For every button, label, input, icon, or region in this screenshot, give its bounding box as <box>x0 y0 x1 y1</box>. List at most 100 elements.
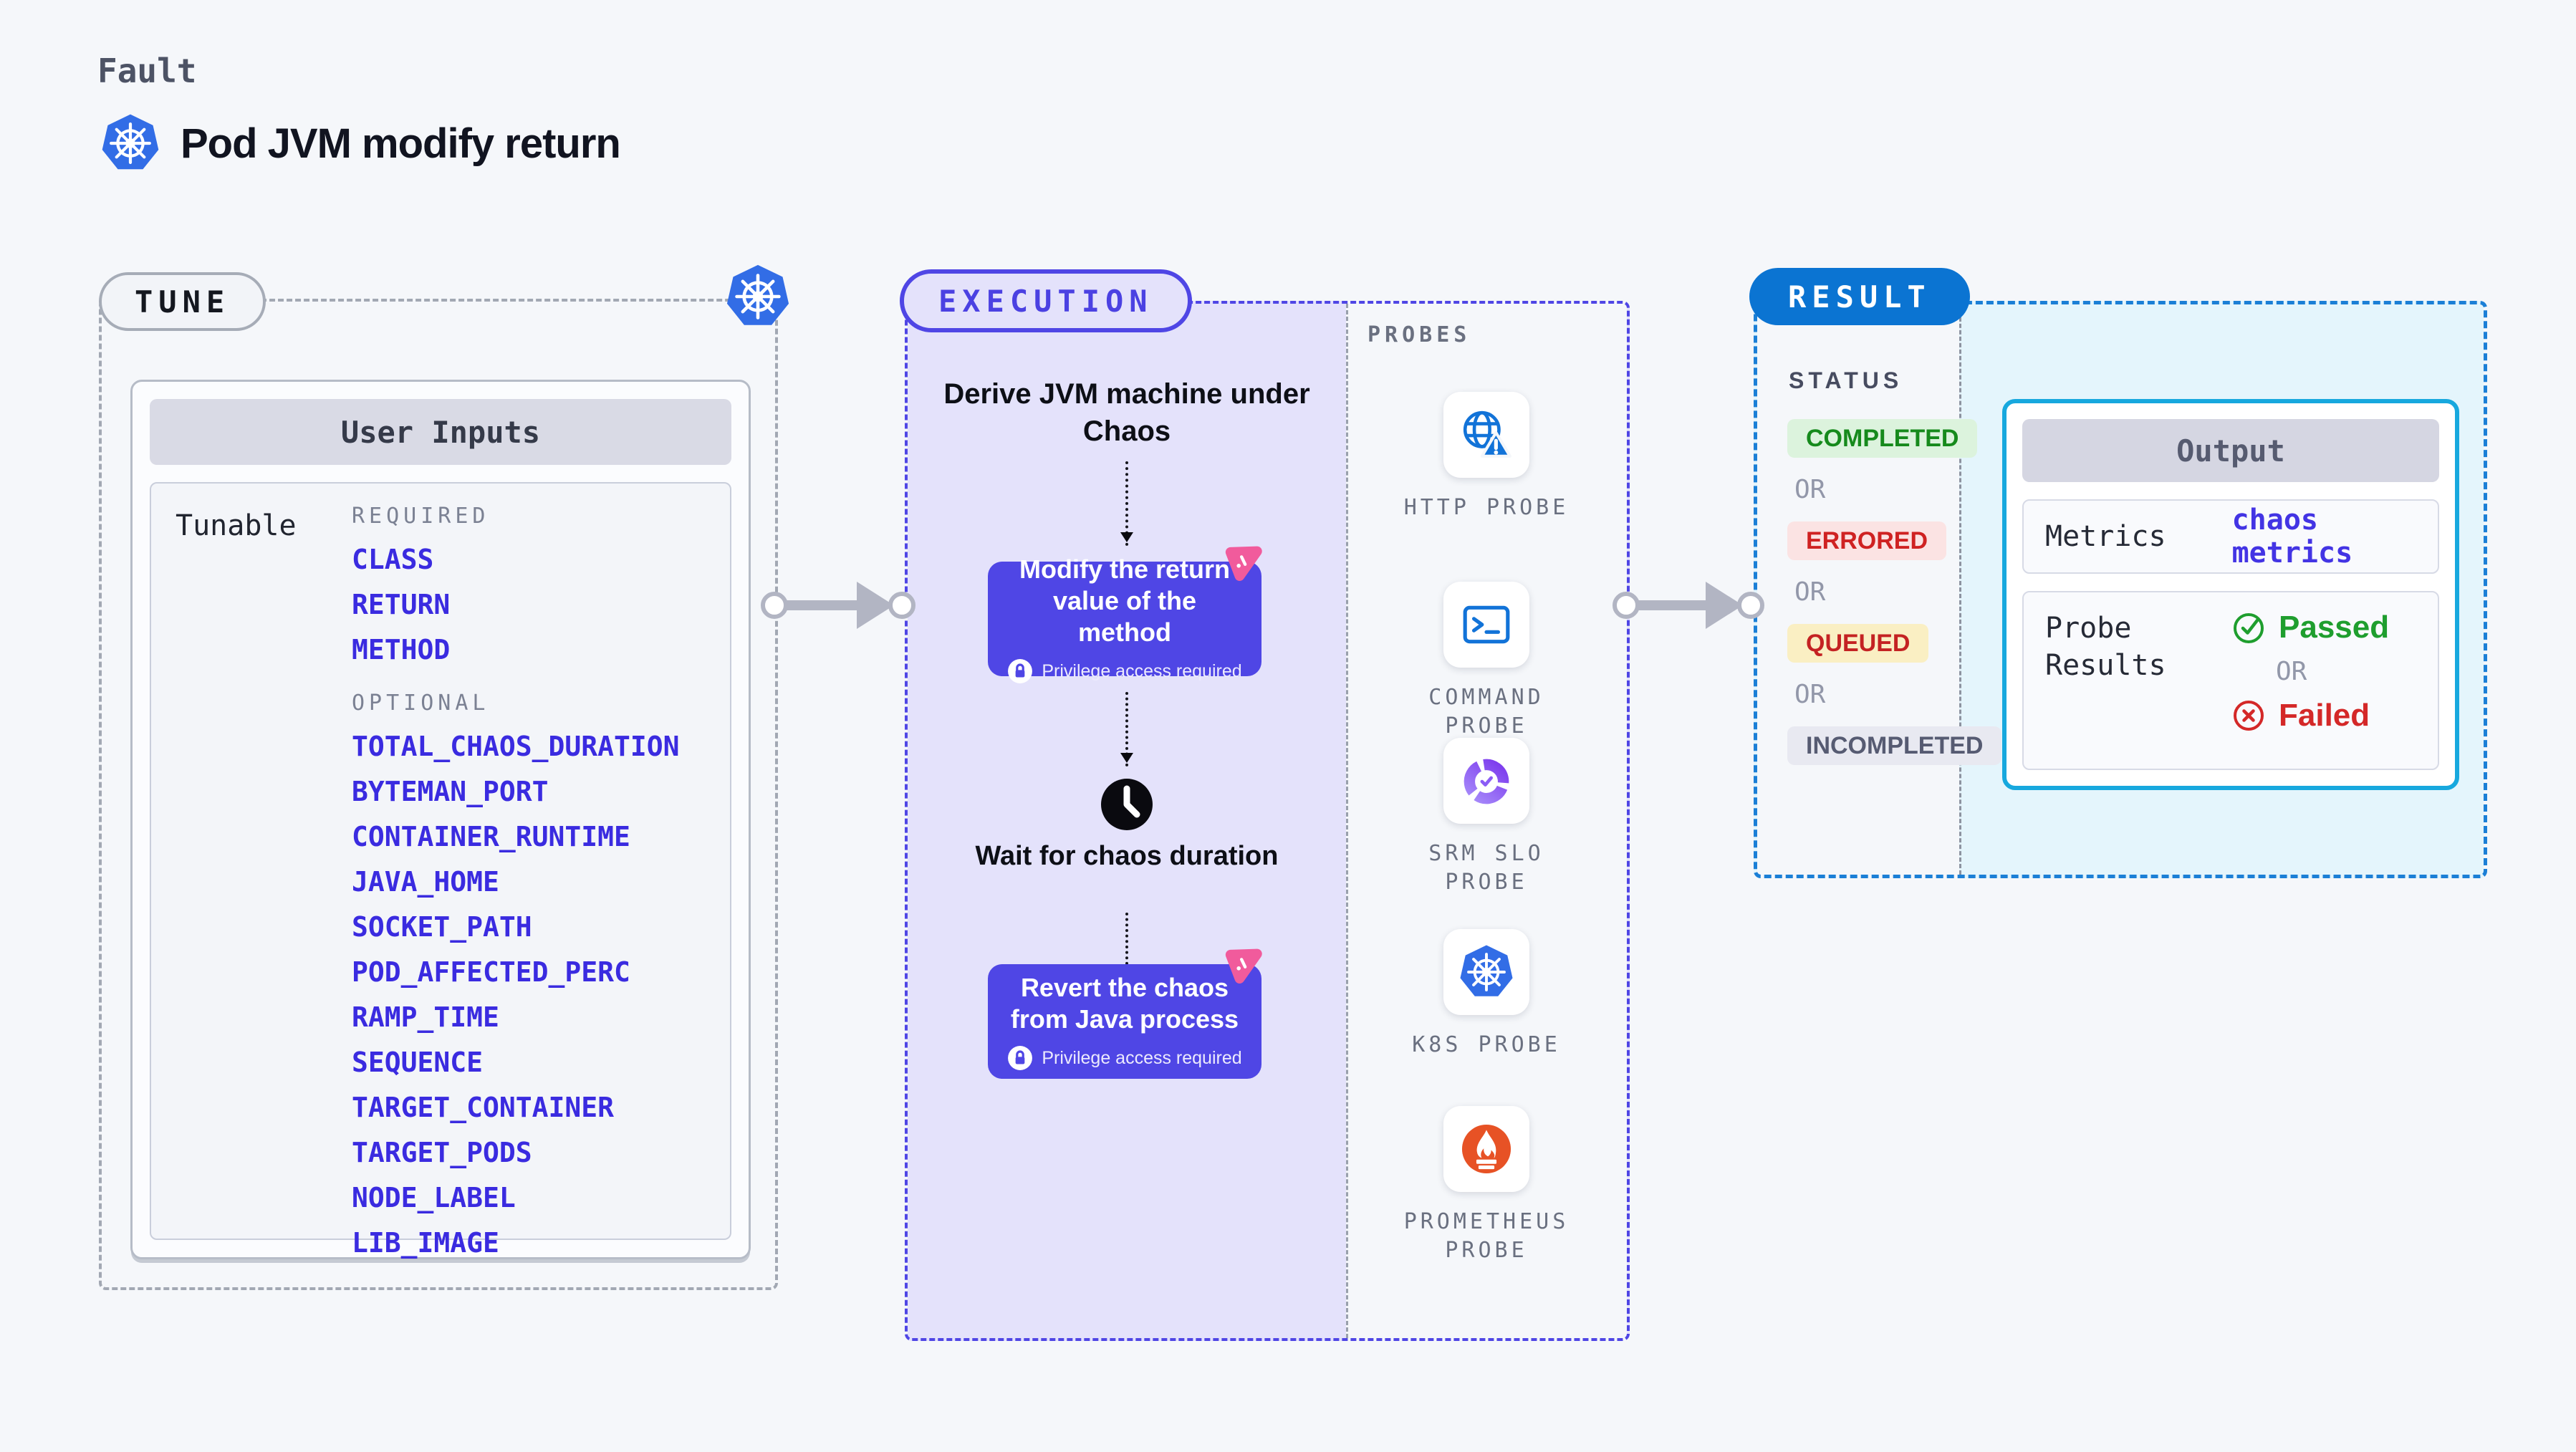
probe-card <box>1443 738 1529 824</box>
or-separator: OR <box>1794 475 1826 504</box>
status-label: STATUS <box>1789 367 1903 393</box>
privilege-note: Privilege access required <box>1007 1045 1242 1071</box>
flow-arrow-tune-to-execution <box>761 580 915 630</box>
tune-badge: TUNE <box>99 272 266 331</box>
probe-item-command: COMMAND PROBE <box>1396 582 1577 741</box>
probe-card <box>1443 1106 1529 1192</box>
probe-card <box>1443 392 1529 478</box>
status-list: COMPLETED OR ERRORED OR QUEUED OR INCOMP… <box>1787 419 2002 765</box>
tune-section: User Inputs Tunable REQUIRED CLASS RETUR… <box>99 299 778 1290</box>
slo-donut-icon <box>1464 759 1509 804</box>
probe-item-srm-slo: SRM SLO PROBE <box>1396 738 1577 897</box>
output-title: Output <box>2022 419 2439 482</box>
arrow-end-dot <box>888 592 915 619</box>
optional-label: OPTIONAL <box>352 691 490 716</box>
param-target-container: TARGET_CONTAINER <box>352 1092 615 1123</box>
param-ramp-time: RAMP_TIME <box>352 1001 499 1033</box>
lock-icon <box>1008 1046 1033 1070</box>
tunable-label: Tunable <box>176 509 297 542</box>
flow-connector <box>1120 461 1133 546</box>
output-card: Output Metrics chaos metrics Probe Resul… <box>2002 399 2459 790</box>
arrow-shaft <box>785 600 860 610</box>
flow-arrow-execution-to-result <box>1613 580 1764 630</box>
failed-label: Failed <box>2279 698 2370 733</box>
wait-step-text: Wait for chaos duration <box>975 841 1279 871</box>
probe-name: HTTP PROBE <box>1403 495 1570 520</box>
status-chip-errored: ERRORED <box>1787 521 1947 560</box>
probe-name: PROMETHEUS PROBE <box>1403 1209 1570 1263</box>
arrow-start-dot <box>1613 592 1640 619</box>
probe-item-k8s: K8S PROBE <box>1396 929 1577 1059</box>
param-class: CLASS <box>352 544 434 575</box>
param-sequence: SEQUENCE <box>352 1047 484 1078</box>
litmus-chaos-icon <box>1225 546 1262 582</box>
param-socket-path: SOCKET_PATH <box>352 911 532 943</box>
execution-probes-divider <box>1346 304 1348 1338</box>
probe-results-values: Passed OR Failed <box>2231 610 2389 751</box>
param-return: RETURN <box>352 589 451 620</box>
revert-chaos-card: Revert the chaos from Java process Privi… <box>988 964 1261 1079</box>
globe-alert-icon <box>1463 410 1512 458</box>
probe-results-label: Probe Results <box>2045 612 2166 682</box>
execution-section: Derive JVM machine under Chaos Modify th… <box>905 301 1630 1341</box>
status-chip-queued: QUEUED <box>1787 624 1929 663</box>
passed-label: Passed <box>2279 610 2390 645</box>
param-method: METHOD <box>352 634 451 665</box>
user-inputs-card: User Inputs Tunable REQUIRED CLASS RETUR… <box>130 380 751 1259</box>
fault-eyebrow: Fault <box>97 52 197 90</box>
param-list: REQUIRED CLASS RETURN METHOD OPTIONAL TO… <box>352 504 680 1257</box>
probes-label: PROBES <box>1368 322 1471 347</box>
user-inputs-panel: Tunable REQUIRED CLASS RETURN METHOD OPT… <box>150 482 731 1257</box>
probe-item-prometheus: PROMETHEUS PROBE <box>1396 1106 1577 1265</box>
arrow-head <box>1706 582 1743 629</box>
revert-chaos-title: Revert the chaos from Java process <box>1010 973 1239 1034</box>
result-section: STATUS COMPLETED OR ERRORED OR QUEUED OR… <box>1754 301 2487 878</box>
prometheus-icon <box>1461 1124 1512 1174</box>
metrics-value: chaos metrics <box>2231 504 2353 569</box>
probe-results-row: Probe Results Passed OR <box>2022 591 2439 770</box>
required-label: REQUIRED <box>352 504 490 529</box>
kubernetes-icon <box>725 264 791 330</box>
param-target-pods: TARGET_PODS <box>352 1137 532 1168</box>
execution-badge: EXECUTION <box>900 269 1192 332</box>
kubernetes-icon <box>100 113 160 173</box>
or-separator: OR <box>1794 577 1826 607</box>
failed-line: Failed <box>2231 698 2389 734</box>
probe-item-http: HTTP PROBE <box>1396 392 1577 522</box>
param-pod-affected-perc: POD_AFFECTED_PERC <box>352 956 630 988</box>
probe-name: COMMAND PROBE <box>1428 685 1544 739</box>
param-byteman-port: BYTEMAN_PORT <box>352 776 549 807</box>
arrow-start-dot <box>761 592 788 619</box>
or-separator: OR <box>1794 680 1826 709</box>
terminal-icon <box>1463 605 1510 644</box>
probe-name: SRM SLO PROBE <box>1428 841 1544 895</box>
arrow-head <box>857 582 894 629</box>
passed-line: Passed <box>2231 610 2389 645</box>
flow-connector <box>1120 692 1133 766</box>
litmus-chaos-icon <box>1225 948 1262 984</box>
result-badge: RESULT <box>1749 268 1970 325</box>
status-output-divider <box>1959 304 1961 875</box>
kubernetes-icon <box>1458 944 1514 1000</box>
status-chip-incompleted: INCOMPLETED <box>1787 726 2002 765</box>
status-chip-completed: COMPLETED <box>1787 419 1978 458</box>
arrow-shaft <box>1637 600 1708 610</box>
user-inputs-title: User Inputs <box>150 399 731 465</box>
modify-return-title: Modify the return value of the method <box>1019 554 1230 647</box>
check-circle-icon <box>2234 613 2264 643</box>
param-container-runtime: CONTAINER_RUNTIME <box>352 821 630 852</box>
probe-card <box>1443 929 1529 1015</box>
derive-step-text: Derive JVM machine under Chaos <box>943 378 1310 447</box>
page-title: Pod JVM modify return <box>181 120 621 167</box>
privilege-note-text: Privilege access required <box>1042 1047 1242 1068</box>
param-lib-image: LIB_IMAGE <box>352 1227 499 1259</box>
privilege-note-text: Privilege access required <box>1042 660 1242 681</box>
param-total-chaos-duration: TOTAL_CHAOS_DURATION <box>352 731 680 762</box>
lock-icon <box>1008 659 1033 683</box>
arrow-end-dot <box>1737 592 1764 619</box>
or-separator: OR <box>2276 657 2307 686</box>
modify-return-card: Modify the return value of the method Pr… <box>988 554 1261 683</box>
param-java-home: JAVA_HOME <box>352 866 499 898</box>
probe-name: K8S PROBE <box>1412 1032 1561 1057</box>
